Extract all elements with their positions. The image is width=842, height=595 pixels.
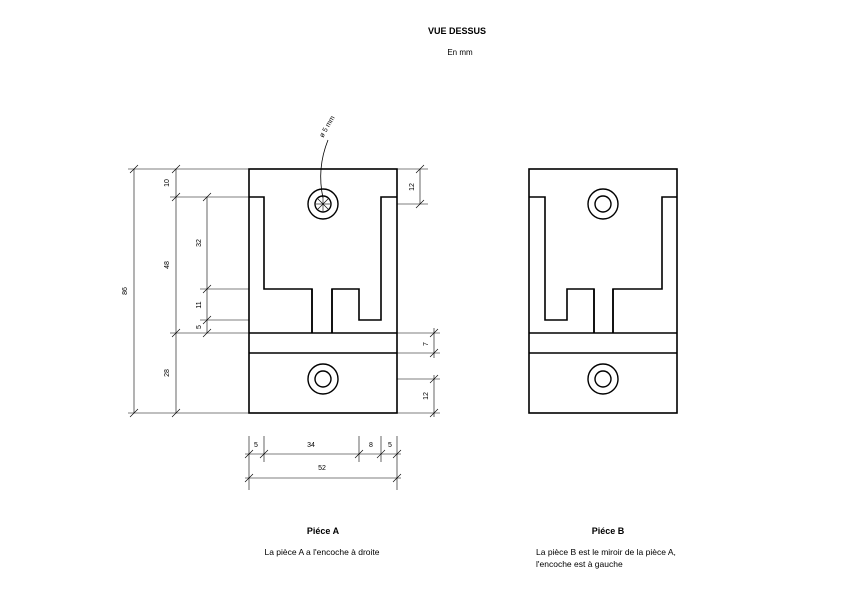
dim-5-right: 5 [388, 442, 392, 449]
right-vertical-dimensions: 12 7 12 [397, 164, 440, 418]
dim-7: 7 [423, 342, 430, 346]
dim-28: 28 [164, 369, 171, 377]
piece-a-drawing: ø 5 mm [248, 115, 398, 414]
dim-34: 34 [307, 442, 315, 449]
piece-a-bottom-hole [307, 363, 339, 395]
dim-5-vertical: 5 [196, 325, 203, 329]
piece-a-description: La pièce A a l'encoche à droite [264, 547, 379, 557]
dim-5-left: 5 [254, 442, 258, 449]
dim-52: 52 [318, 465, 326, 472]
piece-b-bottom-hole [587, 363, 619, 395]
piece-a-notch-outline [249, 196, 397, 333]
piece-b-outline [528, 168, 678, 414]
hole-diameter-label: ø 5 mm [319, 115, 337, 139]
piece-b-notch-outline [529, 196, 677, 333]
hole-diameter-leader [320, 139, 329, 199]
dim-12-top: 12 [409, 183, 416, 191]
dim-10: 10 [164, 179, 171, 187]
left-vertical-dimensions: 86 10 48 28 32 11 5 [122, 164, 249, 418]
piece-b-description-line-1: La pièce B est le miroir de la pièce A, [536, 547, 676, 557]
piece-a-top-hole [307, 188, 339, 220]
drawing-title: VUE DESSUS [428, 26, 486, 36]
units-label: En mm [447, 48, 473, 57]
piece-b-title: Piéce B [592, 526, 625, 536]
dim-11: 11 [196, 301, 203, 308]
dim-8: 8 [369, 442, 373, 449]
piece-a-outline [248, 168, 398, 414]
piece-b-drawing [528, 168, 678, 414]
dim-total-height: 86 [122, 287, 129, 295]
dim-32: 32 [196, 239, 203, 247]
dim-12-bottom: 12 [423, 392, 430, 400]
piece-b-description-line-2: l'encoche est à gauche [536, 559, 623, 569]
piece-a-title: Piéce A [307, 526, 340, 536]
piece-b-top-hole [587, 188, 619, 220]
dim-48: 48 [164, 261, 171, 269]
horizontal-dimensions: 5 34 8 5 52 [244, 436, 402, 490]
